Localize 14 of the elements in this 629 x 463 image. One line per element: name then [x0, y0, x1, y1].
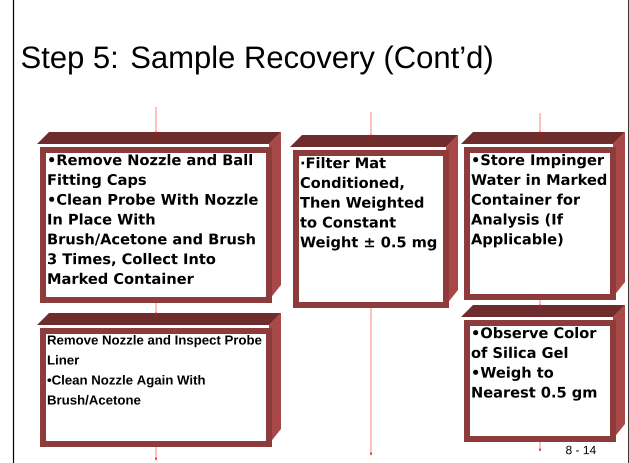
arrow — [154, 446, 158, 461]
arrow — [538, 442, 542, 452]
arrow — [370, 308, 372, 456]
process-box: ·Filter Mat Conditioned, Then Weighted to Constant Weight ± 0.5 mg — [290, 135, 458, 308]
arrow — [154, 106, 158, 135]
process-box: •Remove Nozzle and Ball Fitting Caps •Clean Probe With Nozzle In Place With Brush/Acetone and Brush 3 Times, Collect Into Marked Container — [37, 132, 281, 303]
arrow — [538, 112, 542, 135]
process-box: •Store Impinger Water in Marked Container for Analysis (If Applicable) — [461, 132, 625, 300]
arrow — [154, 302, 158, 316]
process-box: •Observe Color of Silica Gel •Weigh to Nearest 0.5 gm — [461, 305, 625, 442]
slide-title: Step 5: Sample Recovery (Cont’d) — [22, 46, 492, 74]
process-box: Remove Nozzle and Inspect Probe Liner •Clean Nozzle Again With Brush/Acetone — [37, 313, 281, 447]
arrow — [538, 300, 542, 308]
arrow — [370, 112, 372, 138]
